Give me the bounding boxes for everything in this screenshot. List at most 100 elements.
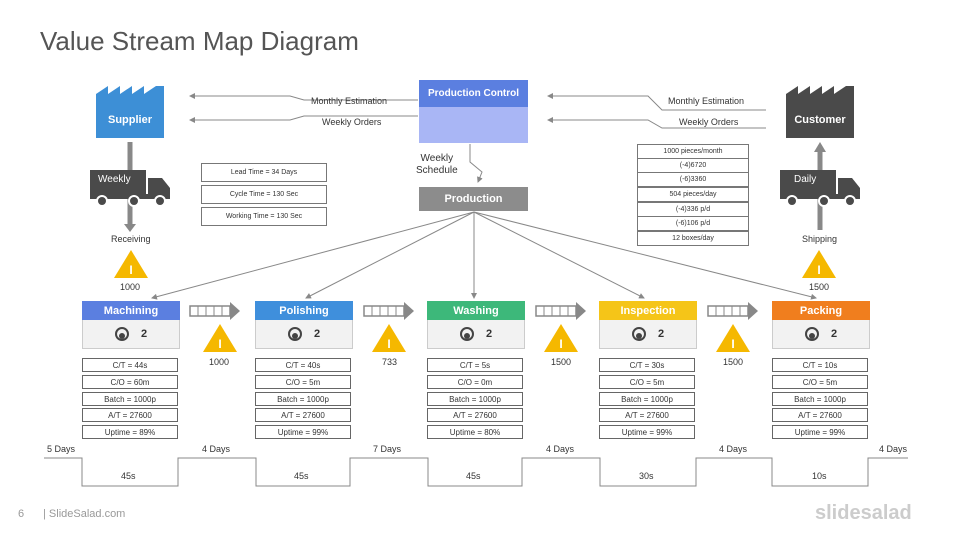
customer-requirement: 504 pieces/day [637,187,749,202]
supplier-inventory-icon: I [114,250,148,278]
process-data-cell: Batch = 1000p [599,392,695,406]
inventory-label: 1500 [551,357,572,367]
svg-text:I: I [129,263,132,277]
customer-label: Customer [794,114,846,126]
production-control-label: Production Control [419,80,528,107]
operator-icon [804,327,819,341]
process-data-cell: Uptime = 80% [427,425,523,439]
timeline-time: 30s [639,471,654,481]
process-data-cell: Batch = 1000p [255,392,351,406]
right-weekly-label: Weekly Orders [679,117,739,127]
process-data-cell: Uptime = 89% [82,425,178,439]
customer-factory-icon [786,86,854,138]
shipping-label: Shipping [802,234,838,244]
process-machining: Machining 2 [82,301,180,349]
supplier-inventory-label: 1000 [120,282,141,292]
working-time-box: Working Time = 130 Sec [201,207,327,226]
operator-count: 2 [657,328,665,340]
footer-site: | SlideSalad.com [43,508,126,520]
timeline-days: 4 Days [879,444,908,454]
operator-icon [631,327,646,341]
process-data-cell: C/T = 10s [772,358,868,372]
process-data-cell: A/T = 27600 [82,408,178,422]
process-data-cell: C/T = 44s [82,358,178,372]
process-name: Machining [82,301,180,320]
customer-requirement: (-6)3360 [637,172,749,187]
timeline-days: 5 Days [47,444,76,454]
process-data-cell: A/T = 27600 [255,408,351,422]
timeline-time: 10s [812,471,827,481]
process-packing: Packing 2 [772,301,870,349]
operator-count: 2 [313,328,321,340]
production-control-box: Production Control [419,80,528,143]
process-data-cell: C/O = 5m [772,375,868,389]
process-data-cell: C/O = 5m [255,375,351,389]
timeline-time: 45s [294,471,309,481]
operator-icon [459,327,474,341]
page-number: 6 [18,508,25,520]
customer-inventory-label: 1500 [809,282,830,292]
svg-text:I: I [387,337,390,351]
customer-requirement: (-4)336 p/d [637,202,749,217]
timeline-days: 4 Days [546,444,575,454]
inventory-icon: I [203,324,237,352]
process-data-cell: C/T = 30s [599,358,695,372]
timeline-time: 45s [466,471,481,481]
receiving-label: Receiving [111,234,151,244]
left-weekly-label: Weekly Orders [322,117,382,127]
process-data-cell: C/O = 60m [82,375,178,389]
operator-count: 2 [830,328,838,340]
process-data-cell: C/O = 5m [599,375,695,389]
page-title: Value Stream Map Diagram [40,26,359,56]
process-data-cell: A/T = 27600 [772,408,868,422]
process-washing: Washing 2 [427,301,525,349]
inventory-label: 733 [382,357,398,367]
process-data-cell: Uptime = 99% [599,425,695,439]
process-name: Inspection [599,301,697,320]
weekly-schedule-label: Weekly Schedule [416,153,458,176]
supplier-truck-label: Weekly [98,174,131,185]
svg-text:I: I [731,337,734,351]
supplier-truck-icon [90,170,170,207]
svg-text:I: I [817,263,820,277]
customer-inventory-icon: I [802,250,836,278]
supplier-factory-icon [96,86,164,138]
process-inspection: Inspection 2 [599,301,697,349]
process-data-cell: Batch = 1000p [772,392,868,406]
timeline-days: 4 Days [719,444,748,454]
operator-count: 2 [485,328,493,340]
customer-requirement: (-4)6720 [637,158,749,173]
process-data-cell: Batch = 1000p [427,392,523,406]
process-data-cell: Uptime = 99% [255,425,351,439]
customer-truck-label: Daily [794,174,817,185]
inventory-icon: I [544,324,578,352]
inventory-label: 1500 [723,357,744,367]
process-name: Polishing [255,301,353,320]
supplier-label: Supplier [107,114,152,126]
process-polishing: Polishing 2 [255,301,353,349]
production-box: Production [419,187,528,211]
svg-text:I: I [218,337,221,351]
inventory-label: 1000 [209,357,230,367]
timeline-days: 4 Days [202,444,231,454]
slidesalad-logo: slidesalad [815,502,912,524]
inventory-icon: I [716,324,750,352]
process-name: Packing [772,301,870,320]
process-data-cell: C/T = 5s [427,358,523,372]
customer-truck-icon [780,170,860,207]
customer-requirement: 1000 pieces/month [637,144,749,159]
cycle-time-box: Cycle Time = 130 Sec [201,185,327,204]
timeline-days: 7 Days [373,444,402,454]
operator-count: 2 [140,328,148,340]
process-data-cell: A/T = 27600 [599,408,695,422]
process-data-cell: C/T = 40s [255,358,351,372]
process-data-cell: A/T = 27600 [427,408,523,422]
process-data-cell: Uptime = 99% [772,425,868,439]
process-data-cell: Batch = 1000p [82,392,178,406]
inventory-icon: I [372,324,406,352]
timeline-time: 45s [121,471,136,481]
customer-requirement: (-6)106 p/d [637,216,749,231]
process-data-cell: C/O = 0m [427,375,523,389]
svg-text:I: I [559,337,562,351]
